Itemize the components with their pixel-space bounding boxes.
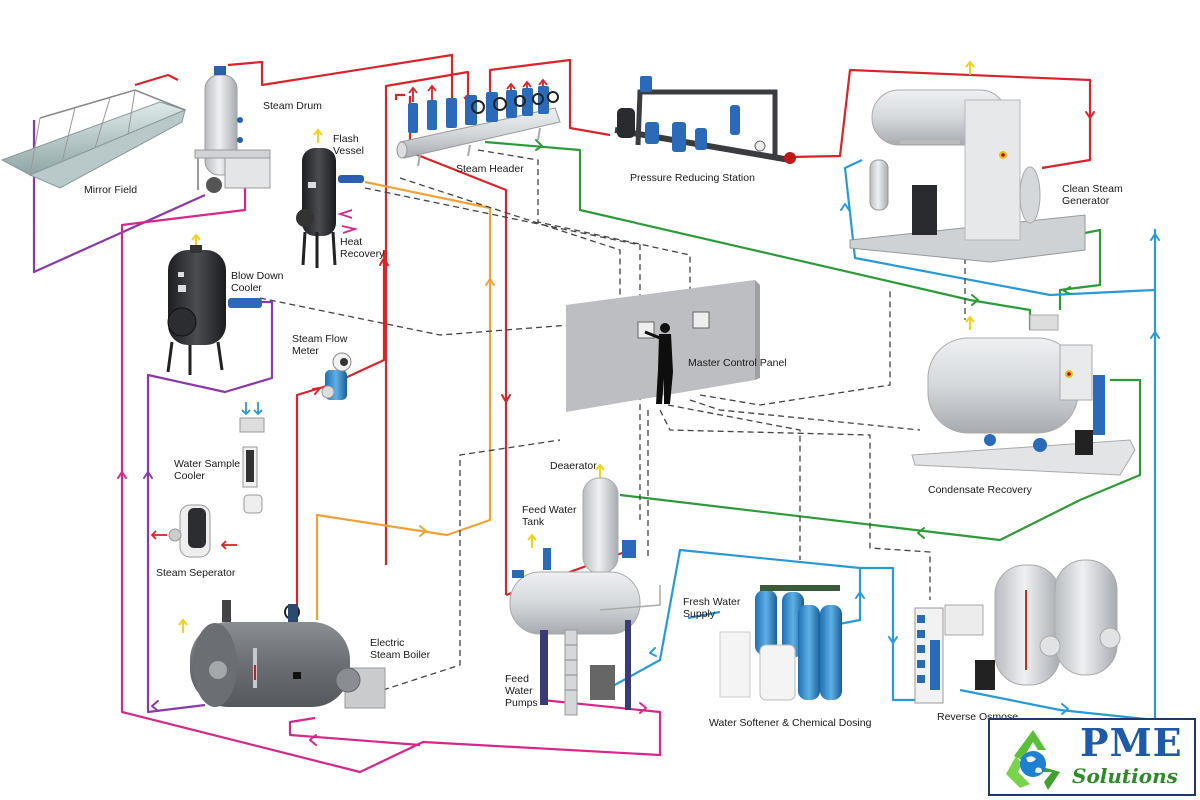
arrow-down-icon xyxy=(501,394,511,403)
steam-line-header-c xyxy=(394,93,405,100)
condensate-line-header-to-recovery xyxy=(484,140,1032,330)
pressure-reducing-station-illustration xyxy=(614,76,796,164)
vent-arrow-icon xyxy=(178,618,188,633)
arrow-right-icon xyxy=(971,294,979,306)
label-clean-steam-generator: Clean Steam Generator xyxy=(1062,183,1123,207)
label-steam-drum: Steam Drum xyxy=(263,100,322,112)
feed-water-line-boiler xyxy=(288,716,421,747)
control-line-3 xyxy=(477,149,691,300)
label-mirror-field: Mirror Field xyxy=(84,184,138,196)
water-line-fresh-supply xyxy=(687,610,721,620)
label-steam-separator: Steam Seperator xyxy=(156,567,236,579)
blow-down-cooler-illustration xyxy=(166,245,262,375)
label-master-control-panel: Master Control Panel xyxy=(688,357,787,369)
label-feed-water-tank: Feed Water Tank xyxy=(522,504,577,528)
arrow-left-icon xyxy=(1063,286,1071,295)
clean-steam-generator-illustration xyxy=(849,89,1086,263)
label-deaerator: Deaerator xyxy=(550,460,597,472)
control-line-9 xyxy=(659,409,931,600)
arrow-left-icon xyxy=(309,734,317,746)
control-line-1 xyxy=(364,187,641,520)
water-line-ro-out xyxy=(843,159,1157,722)
control-line-7 xyxy=(689,399,921,431)
arrow-down-icon xyxy=(888,636,898,644)
label-heat-recovery: Heat Recovery xyxy=(340,236,385,260)
arrow-up-icon xyxy=(1150,331,1160,339)
operator-silhouette-icon xyxy=(644,323,673,404)
water-line-softener-to-ro xyxy=(601,548,862,693)
water-softener-illustration xyxy=(719,585,842,701)
electric-steam-boiler-illustration xyxy=(190,600,386,709)
arrow-right-icon xyxy=(1061,703,1069,715)
arrow-left-icon xyxy=(151,700,159,712)
control-line-2 xyxy=(259,297,571,336)
arrow-right-icon xyxy=(312,387,321,395)
flash-steam-line xyxy=(315,180,492,620)
arrow-right-icon xyxy=(639,702,647,714)
water-sample-cooler-illustration xyxy=(239,402,265,514)
arrow-up-icon xyxy=(485,278,495,286)
arrow-right-icon xyxy=(419,525,427,537)
flash-vessel-illustration xyxy=(296,148,364,268)
vent-arrow-icon xyxy=(965,315,975,330)
condensate-recovery-illustration xyxy=(911,314,1136,476)
control-line-5 xyxy=(382,439,561,691)
label-pressure-reducing-station: Pressure Reducing Station xyxy=(630,172,755,184)
vent-arrows xyxy=(178,60,975,633)
steam-line-flowmeter xyxy=(295,250,386,610)
steam-line-drum-to-header xyxy=(227,53,454,100)
control-line-6 xyxy=(699,290,891,406)
logo-name: PME xyxy=(1080,720,1183,765)
label-steam-flow-meter: Steam Flow Meter xyxy=(292,333,348,357)
arrow-left-icon xyxy=(649,647,657,657)
steam-line-header-b xyxy=(488,58,611,137)
feed-water-line-main xyxy=(120,170,662,774)
arrow-up-icon xyxy=(143,471,153,479)
vent-arrow-icon xyxy=(313,128,323,143)
feed-water-lines xyxy=(120,170,662,774)
blowdown-line-cooler xyxy=(146,300,274,714)
arrow-up-icon xyxy=(840,203,850,211)
steam-separator-illustration xyxy=(150,504,237,558)
label-fresh-water-supply: Fresh Water Supply xyxy=(683,596,741,620)
label-condensate-recovery: Condensate Recovery xyxy=(928,484,1032,496)
arrow-up-icon xyxy=(855,591,865,599)
vent-arrow-icon xyxy=(965,60,975,75)
label-water-softener: Water Softener & Chemical Dosing xyxy=(709,717,872,729)
separator-flow-arrows-icon xyxy=(150,530,237,550)
flash-steam-lines xyxy=(315,180,492,620)
control-line-4 xyxy=(399,177,621,300)
arrow-up-icon xyxy=(1150,233,1160,241)
mirror-field-illustration xyxy=(0,89,187,189)
control-line-8 xyxy=(667,404,801,560)
arrow-right-icon xyxy=(535,139,543,151)
label-water-sample-cooler: Water Sample Cooler xyxy=(174,458,241,482)
recycle-globe-icon xyxy=(1006,730,1060,790)
arrow-left-icon xyxy=(917,527,925,539)
water-inlet-arrows-icon xyxy=(241,402,263,416)
arrow-up-icon xyxy=(379,257,389,266)
arrow-up-icon xyxy=(117,471,127,479)
steam-line-header-a xyxy=(384,70,470,565)
label-electric-steam-boiler: Electric Steam Boiler xyxy=(370,637,431,661)
label-flash-vessel: Flash Vessel xyxy=(333,133,364,157)
steam-drum-illustration xyxy=(194,66,271,193)
logo-tagline: Solutions xyxy=(1072,764,1178,788)
steam-line-mirror-to-drum xyxy=(134,73,179,87)
vent-arrow-icon xyxy=(527,533,537,548)
control-signal-lines xyxy=(259,149,966,691)
reverse-osmosis-illustration xyxy=(914,559,1121,704)
steam-flow-meter-illustration xyxy=(321,352,352,400)
vent-arrow-icon xyxy=(595,463,605,478)
condensate-line-recovery-to-deaerator xyxy=(619,378,1142,542)
pme-solutions-logo: PME Solutions xyxy=(988,718,1196,796)
label-feed-water-pumps: Feed Water Pumps xyxy=(505,673,538,709)
deaerator-feed-water-tank-illustration xyxy=(509,477,661,716)
label-blow-down-cooler: Blow Down Cooler xyxy=(231,270,284,294)
arrow-down-icon xyxy=(1085,111,1095,119)
master-control-panel-illustration xyxy=(566,280,760,412)
steam-header-illustration xyxy=(396,86,561,167)
label-steam-header: Steam Header xyxy=(456,163,524,175)
